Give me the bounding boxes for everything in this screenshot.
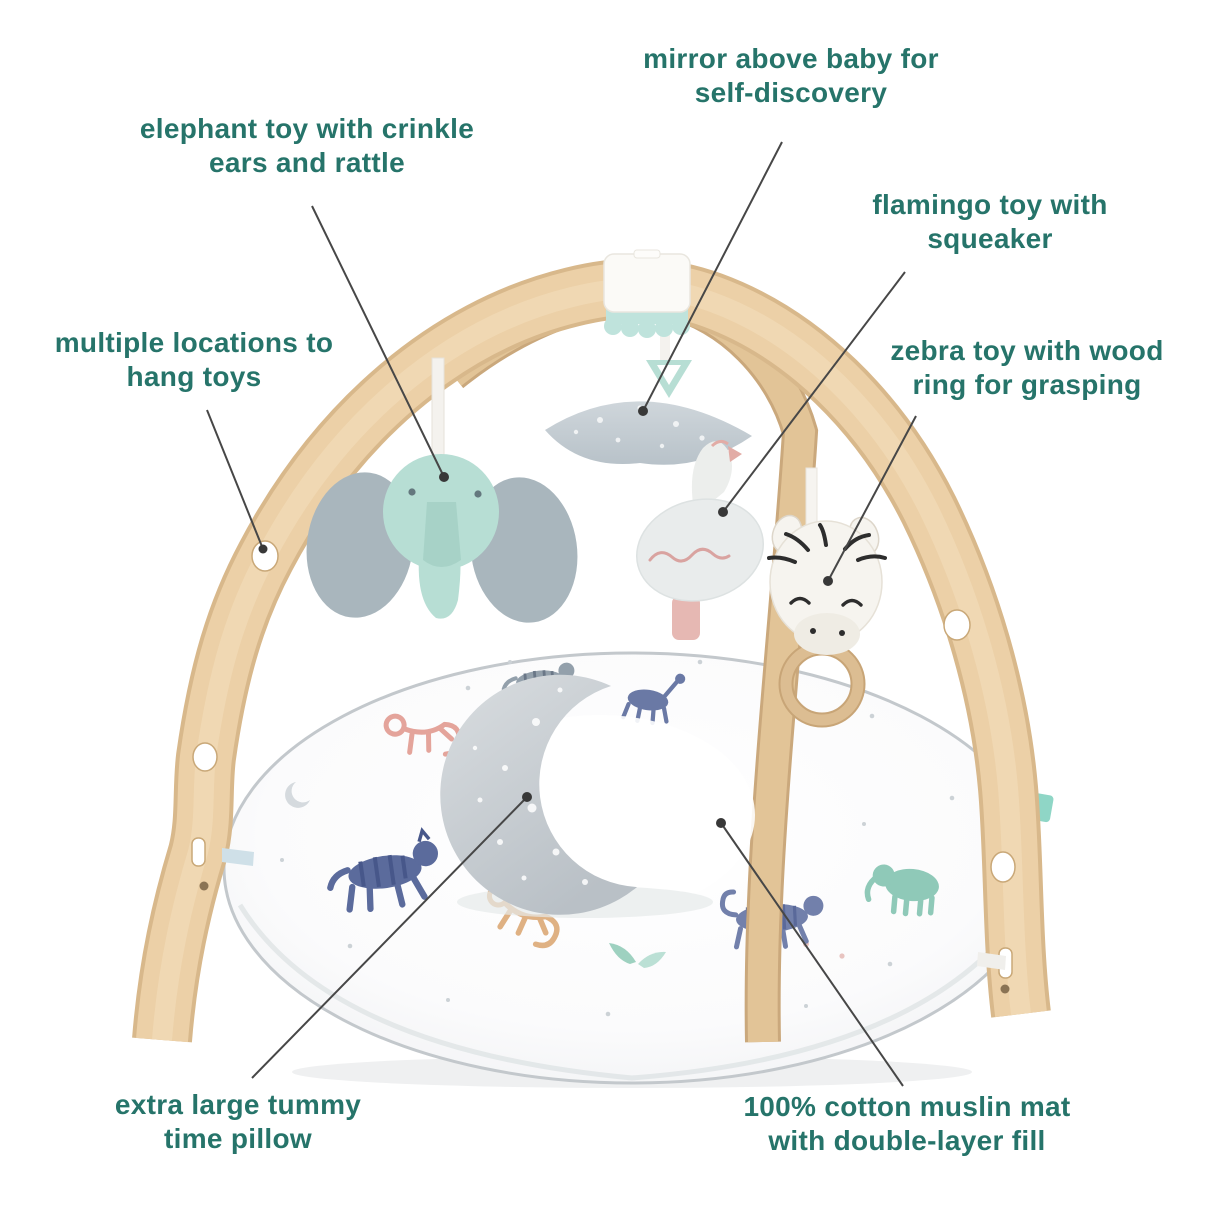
mat-print-mint-elephant	[864, 864, 939, 917]
callout-label-zebra: zebra toy with wood ring for grasping	[817, 334, 1214, 402]
mat-print-blue-zebra	[327, 827, 439, 913]
callout-label-pillow: extra large tummy time pillow	[28, 1088, 448, 1156]
zebra-muzzle	[794, 613, 860, 655]
mat-rolled-edge	[237, 903, 1031, 1081]
wooden-arch	[132, 258, 1051, 1043]
mobile-unit	[603, 249, 692, 398]
elephant-strap	[431, 357, 445, 459]
callout-line-mat	[720, 822, 904, 1087]
zebra-strap	[805, 467, 818, 531]
flamingo-toy	[635, 439, 765, 640]
callout-text-line: time pillow	[164, 1123, 312, 1154]
callout-dots	[258, 406, 833, 828]
pillow-crescent	[440, 674, 637, 915]
callout-line-pillow	[251, 796, 528, 1079]
pillow-dots	[472, 687, 613, 885]
callout-text-line: ring for grasping	[912, 369, 1142, 400]
callout-line-mirror	[642, 141, 783, 412]
moon-pillow	[440, 674, 755, 918]
mat-print-navy-giraffe	[621, 673, 686, 726]
mat-strap-left	[222, 848, 254, 866]
callout-text-line: 100% cotton muslin mat	[743, 1091, 1071, 1122]
mobile-music-box	[603, 253, 691, 313]
callout-text-line: mirror above baby for	[643, 43, 939, 74]
callout-label-elephant: elephant toy with crinkle ears and rattl…	[97, 112, 517, 180]
elephant-eye-right	[474, 490, 482, 498]
callout-text-line: zebra toy with wood	[890, 335, 1164, 366]
callout-lines	[206, 141, 917, 1087]
callout-text-line: self-discovery	[694, 77, 888, 108]
callout-text-line: elephant toy with crinkle	[139, 113, 475, 144]
callout-label-mat: 100% cotton muslin mat with double-layer…	[697, 1090, 1117, 1158]
elephant-toy	[306, 357, 578, 623]
callout-text-line: with double-layer fill	[768, 1125, 1046, 1156]
callout-label-mirror: mirror above baby for self-discovery	[581, 42, 1001, 110]
zebra-eyes	[789, 596, 863, 607]
callout-line-zebra	[827, 415, 917, 582]
flamingo-beak	[728, 446, 742, 462]
callout-text-line: hang toys	[126, 361, 262, 392]
mat-scatter-dots	[280, 659, 994, 1017]
flamingo-legs	[672, 596, 700, 640]
callout-text-line: extra large tummy	[114, 1089, 362, 1120]
mat-print-mint-leaf	[609, 943, 666, 968]
callout-line-locations	[206, 409, 264, 550]
mat-print-pink-monkey	[383, 713, 462, 757]
callout-label-locations: multiple locations to hang toys	[0, 326, 404, 394]
callout-label-flamingo: flamingo toy with squeaker	[780, 188, 1200, 256]
mobile-top-notch	[633, 249, 661, 259]
mat-print-crescent	[285, 782, 310, 808]
callout-text-line: multiple locations to	[54, 327, 334, 358]
callout-text-line: flamingo toy with	[872, 189, 1108, 220]
callout-text-line: squeaker	[927, 223, 1053, 254]
flamingo-neck	[691, 441, 732, 516]
callout-line-elephant	[311, 205, 445, 478]
flamingo-wing-embroidery	[648, 547, 731, 563]
mobile-strap	[660, 330, 670, 382]
callout-line-flamingo	[722, 271, 906, 513]
callout-text-line: ears and rattle	[209, 147, 405, 178]
elephant-eye-left	[408, 488, 416, 496]
mat-strap-right	[977, 952, 1006, 970]
